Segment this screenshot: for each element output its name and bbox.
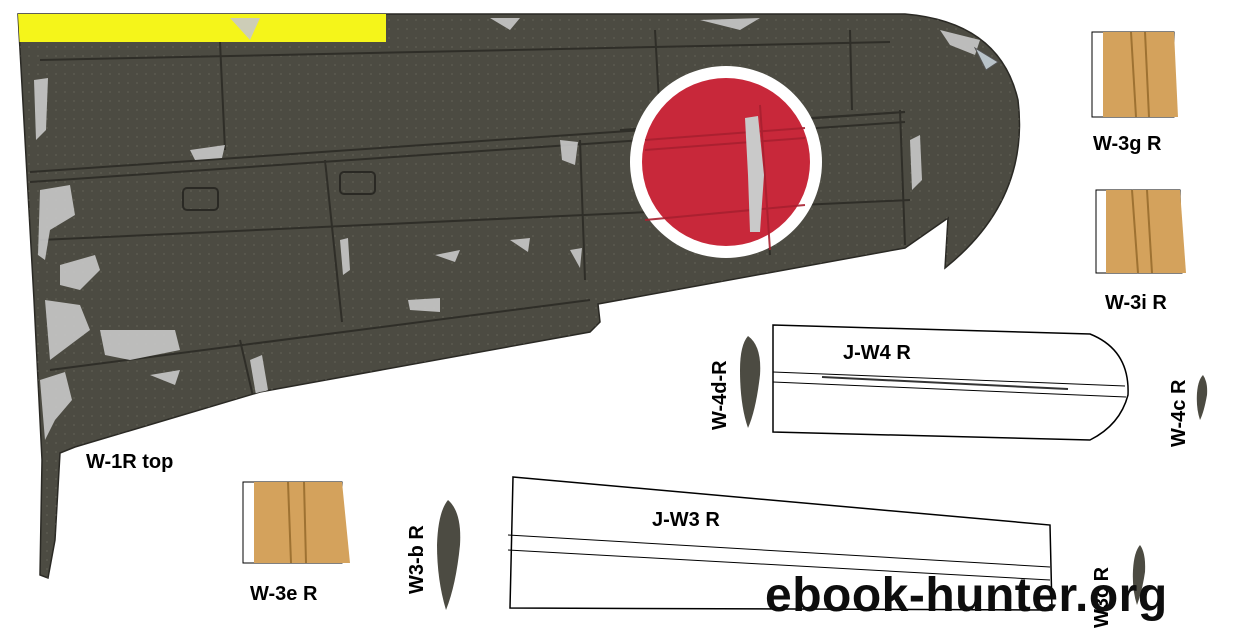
airfoil-w4d [740, 336, 761, 428]
label-w3b: W3-b R [406, 525, 428, 594]
label-w4c: W-4c R [1168, 379, 1190, 447]
label-w3e: W-3e R [250, 583, 318, 605]
part-jw4 [772, 324, 1129, 441]
hinomaru-roundel [630, 66, 822, 258]
label-w1r-top: W-1R top [86, 451, 174, 473]
label-jw3: J-W3 R [652, 509, 720, 531]
airfoil-w3c [1132, 545, 1146, 605]
airfoil-w4c [1196, 375, 1208, 420]
label-w3i: W-3i R [1105, 292, 1167, 314]
wood-panel-3g [1091, 31, 1178, 118]
access-hatch [339, 171, 376, 195]
yellow-id-band [18, 14, 386, 42]
wood-panel-3e [242, 481, 350, 564]
label-jw4: J-W4 R [843, 342, 911, 364]
airfoil-w3b [437, 500, 461, 610]
watermark-text: ebook-hunter.org [765, 569, 1168, 622]
part-jw3 [507, 476, 1053, 611]
wood-panel-3i [1095, 189, 1186, 274]
wingtip-light-icon [973, 46, 999, 71]
label-w4d: W-4d-R [709, 360, 731, 430]
access-hatch [182, 187, 219, 211]
label-w3g: W-3g R [1093, 133, 1162, 155]
